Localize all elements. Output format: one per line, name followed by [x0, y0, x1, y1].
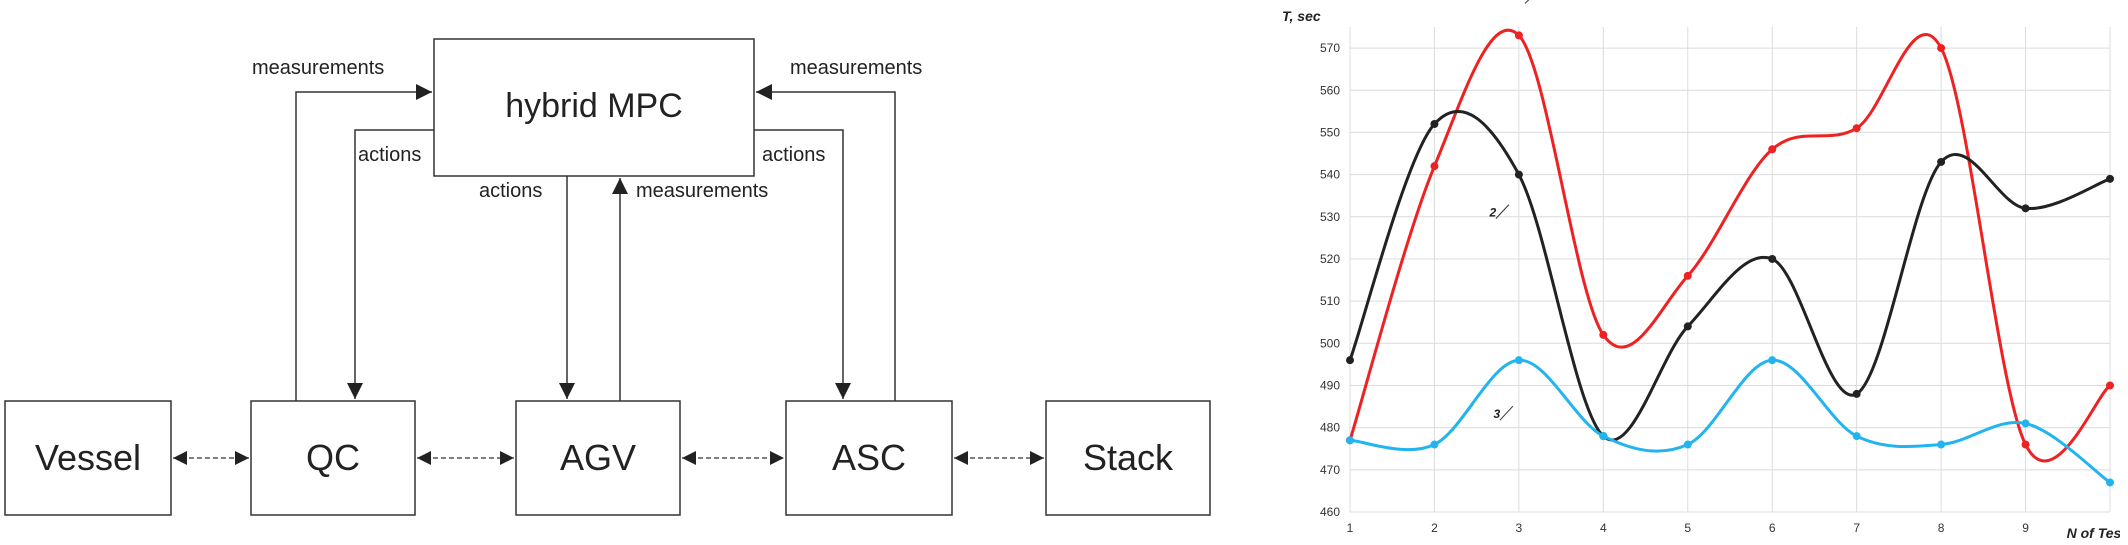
- y-tick-labels: 460 470 480 490 500 510 520 530 540 550 560 570: [1320, 41, 1340, 519]
- series-1-point: [1514, 31, 1523, 40]
- x-tick-label: 4: [1600, 521, 1607, 535]
- series-1-point: [2106, 381, 2114, 390]
- y-tick-label: 460: [1320, 505, 1340, 519]
- qc-box: QC: [250, 400, 416, 516]
- x-tick-labels: 1 2 3 4 5 6 7 8 9: [1347, 521, 2030, 535]
- y-tick-label: 470: [1320, 463, 1340, 477]
- series-1-point: [1599, 330, 1608, 339]
- series-3-point: [1346, 436, 1354, 445]
- measurements-label-left: measurements: [252, 57, 384, 79]
- y-tick-label: 520: [1320, 252, 1340, 266]
- y-tick-label: 490: [1320, 378, 1340, 392]
- measurements-label-right: measurements: [790, 57, 922, 79]
- measurements-label-mid: measurements: [636, 180, 768, 202]
- series-2-point: [1768, 254, 1777, 263]
- series-3-leader: [1499, 405, 1514, 421]
- x-tick-label: 9: [2022, 521, 2029, 535]
- qc-label: QC: [306, 437, 360, 478]
- y-tick-label: 510: [1320, 294, 1340, 308]
- y-tick-label: 570: [1320, 41, 1340, 55]
- series-1-point: [1430, 162, 1439, 171]
- actions-label-left: actions: [358, 144, 421, 166]
- x-tick-label: 7: [1853, 521, 1860, 535]
- series-2-point: [1683, 322, 1692, 331]
- actions-label-mid: actions: [479, 180, 542, 202]
- stack-box: Stack: [1045, 400, 1211, 516]
- x-tick-label: 8: [1938, 521, 1945, 535]
- agv-label: AGV: [560, 437, 636, 478]
- y-tick-label: 560: [1320, 83, 1340, 97]
- series-3-line: [1349, 358, 2111, 484]
- x-tick-label: 6: [1769, 521, 1776, 535]
- block-diagram: hybrid MPC Vessel QC AGV ASC Stack measu…: [4, 38, 1211, 516]
- x-axis-title: N of Test: [2067, 525, 2120, 541]
- series-2-point: [1937, 157, 1946, 166]
- y-tick-label: 480: [1320, 421, 1340, 435]
- chart-grid: [1349, 27, 2111, 513]
- series-1-point: [1852, 124, 1861, 133]
- agv-box: AGV: [515, 400, 681, 516]
- y-axis-title: T, sec: [1282, 8, 1321, 24]
- hybrid-mpc-label: hybrid MPC: [505, 87, 683, 125]
- chart-series: [1346, 28, 2114, 487]
- series-3-point: [1430, 440, 1439, 449]
- series-3-point: [1768, 356, 1777, 365]
- series-3-point: [2021, 419, 2030, 428]
- series-3-point: [1683, 440, 1692, 449]
- x-tick-label: 1: [1347, 521, 1354, 535]
- series-1-line: [1348, 28, 2112, 463]
- vessel-label: Vessel: [35, 437, 141, 478]
- series-3-point: [1599, 432, 1608, 441]
- series-2-point: [1430, 120, 1439, 128]
- hybrid-mpc-box: hybrid MPC: [433, 38, 755, 177]
- series-2-point: [1346, 356, 1354, 365]
- asc-label: ASC: [832, 437, 906, 478]
- series-1-point: [2021, 440, 2030, 449]
- series-2-point: [2106, 174, 2114, 183]
- series-1-point: [1683, 271, 1692, 280]
- asc-actions-arrow: [754, 129, 851, 399]
- series-3-point: [1514, 356, 1523, 365]
- series-3-point: [1852, 432, 1861, 441]
- series-labels: 123: [1489, 0, 1530, 421]
- series-2-label: 2: [1489, 206, 1497, 220]
- series-2-point: [1514, 170, 1523, 179]
- series-3-point: [1937, 440, 1946, 449]
- asc-measurements-arrow: [756, 84, 896, 401]
- y-tick-label: 540: [1320, 168, 1340, 182]
- series-2-point: [1852, 389, 1861, 398]
- vessel-box: Vessel: [4, 400, 172, 516]
- series-1-point: [1768, 145, 1777, 154]
- series-1-leader: [1524, 0, 1530, 4]
- stack-label: Stack: [1083, 437, 1174, 478]
- x-tick-label: 5: [1684, 521, 1691, 535]
- qc-measurements-arrow: [295, 84, 432, 401]
- series-1-point: [1937, 44, 1946, 53]
- y-tick-label: 500: [1320, 336, 1340, 350]
- series-2-point: [2021, 204, 2030, 213]
- x-tick-label: 3: [1516, 521, 1523, 535]
- series-3-label: 3: [1494, 407, 1501, 421]
- x-tick-label: 2: [1431, 521, 1438, 535]
- qc-actions-arrow: [347, 129, 434, 399]
- series-3-point: [2106, 478, 2114, 487]
- asc-box: ASC: [785, 400, 953, 516]
- actions-label-right: actions: [762, 144, 825, 166]
- y-tick-label: 530: [1320, 210, 1340, 224]
- series-2-leader: [1495, 204, 1510, 219]
- series-2-line: [1348, 110, 2111, 442]
- line-chart: 460 470 480 490 500 510 520 530 540 550 560 570 1 2 3…: [1282, 0, 2120, 541]
- y-tick-label: 550: [1320, 125, 1340, 139]
